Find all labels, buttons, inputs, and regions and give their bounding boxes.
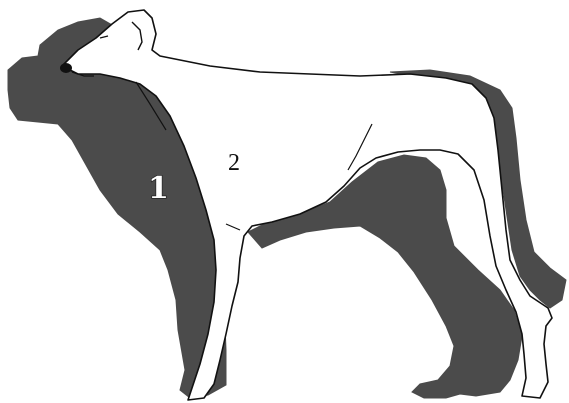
dog-nose (60, 63, 72, 73)
label-white-dog: 2 (228, 150, 240, 176)
label-front-shadow: 1 (148, 171, 169, 206)
